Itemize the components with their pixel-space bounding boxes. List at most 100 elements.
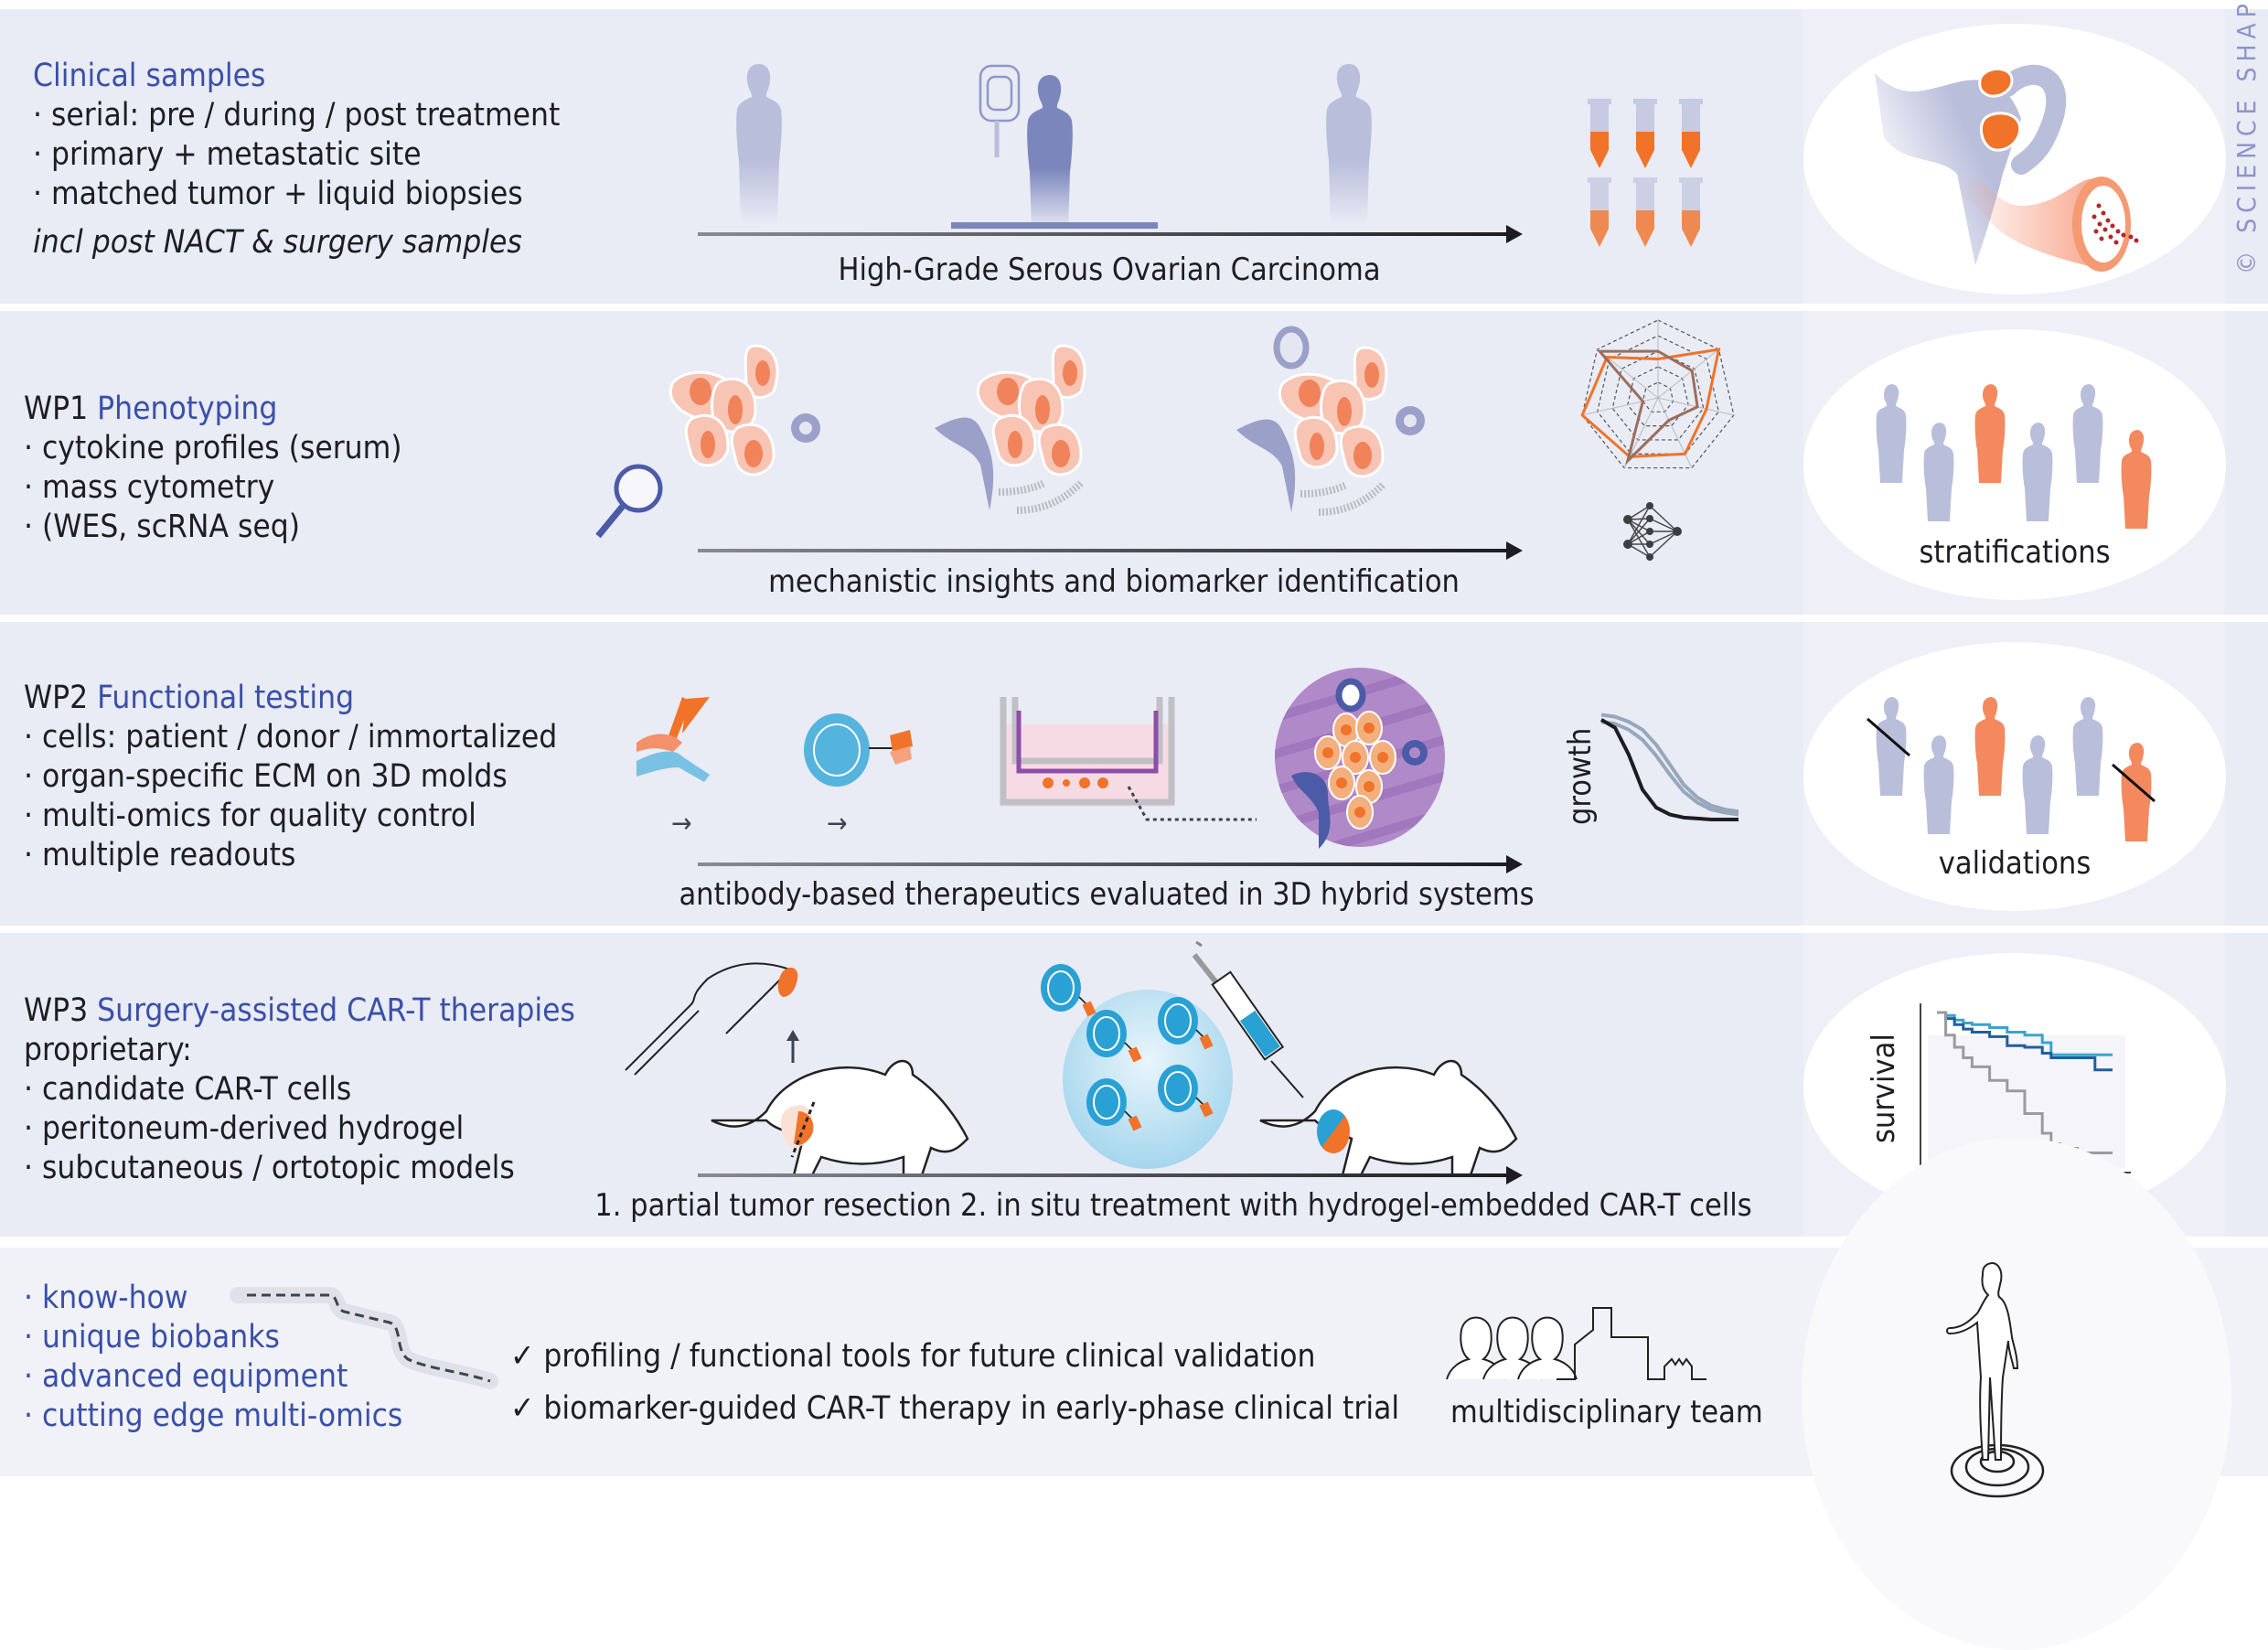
small-arrow-icon: →: [827, 808, 848, 840]
wp2-block: WP2 Functional testing · cells: patient …: [24, 679, 557, 875]
wp1-bullet: · cytokine profiles (serum): [24, 430, 402, 466]
patient-post-icon: [1326, 64, 1372, 225]
growth-curve-chart: [1599, 712, 1739, 821]
clinical-title: Clinical samples: [33, 58, 266, 94]
wp2-caption: antibody-based therapeutics evaluated in…: [679, 876, 1535, 913]
timeline-arrow: [698, 225, 1523, 243]
validation-patients-icon: [1867, 697, 2156, 841]
radar-axis: [1657, 397, 1693, 468]
wp1-bullet: · (WES, scRNA seq): [24, 509, 301, 545]
patient-figure-icon: [2121, 430, 2152, 529]
magnifier-icon: [595, 464, 663, 539]
wp2-row: WP2 Functional testing · cells: patient …: [0, 622, 2268, 926]
sample-tubes-icon: [1588, 99, 1703, 247]
blood-vessel-icon: [1957, 177, 2139, 272]
patient-figure-icon: [1974, 697, 2006, 796]
radar-axis: [1582, 397, 1659, 416]
growth-series-control-1: [1600, 712, 1739, 814]
timeline-arrow: [698, 1166, 1523, 1184]
clinical-block: Clinical samples · serial: pre / during …: [33, 57, 560, 262]
mouse-treatment-icon: [1259, 1059, 1518, 1177]
excluded-mark: [2112, 763, 2156, 803]
patient-figure-icon: [2022, 423, 2053, 521]
tumor-cells-immune-icon: [1236, 326, 1425, 516]
clinical-samples-row: Clinical samples · serial: pre / during …: [0, 9, 2268, 304]
growth-series-control-2: [1600, 720, 1739, 817]
wp1-row: WP1 Phenotyping · cytokine profiles (ser…: [0, 311, 2268, 615]
survival-axis-label: survival: [1866, 1034, 1902, 1143]
outcomes-block: ✓ profiling / functional tools for futur…: [510, 1337, 1399, 1429]
excluded-mark: [1867, 717, 1910, 757]
patient-figure-icon: [2022, 735, 2053, 834]
wp1-caption: mechanistic insights and biomarker ident…: [768, 563, 1460, 600]
radar-grid-ring: [1642, 381, 1674, 412]
radar-chart: [1580, 319, 1735, 469]
team-skyline-icon: [1446, 1307, 1706, 1380]
timeline-arrow: [698, 541, 1523, 560]
patient-on-target-icon: [1946, 1262, 2045, 1498]
clinical-bullet: · serial: pre / during / post treatment: [33, 97, 561, 134]
wp1-outcome-label: stratifications: [1919, 534, 2111, 571]
tumor-cells-fibroblast-icon: [935, 344, 1086, 514]
wp2-title: Functional testing: [97, 680, 355, 716]
growth-axis-label: growth: [1562, 727, 1599, 825]
km-series-dark-blue: [1937, 1011, 2113, 1072]
clinical-bullet: · primary + metastatic site: [33, 136, 422, 173]
radar-grid-ring: [1611, 350, 1705, 441]
car-t-cell-icon: [804, 713, 913, 787]
antibody-icon: [637, 697, 710, 782]
neural-network-icon: [1623, 502, 1682, 561]
forceps-tumor-icon: [625, 962, 799, 1076]
patient-during-infusion-icon: [979, 64, 1073, 230]
wp1-title: Phenotyping: [97, 391, 278, 427]
ovary-tumor-icon: [1875, 64, 2067, 265]
wp2-bullet: · organ-specific ECM on 3D molds: [24, 758, 508, 795]
wp3-bullet: · subcutaneous / ortotopic models: [24, 1150, 515, 1186]
wp1-label: WP1: [24, 391, 89, 427]
3d-tissue-icon: [1275, 668, 1445, 849]
patient-figure-icon: [1923, 735, 1954, 834]
wp2-bullet: · multiple readouts: [24, 837, 296, 873]
hydrogel-car-t-icon: [1041, 964, 1233, 1169]
wp3-row: WP3 Surgery-assisted CAR-T therapies pro…: [0, 933, 2268, 1237]
wp3-label: WP3: [24, 992, 89, 1029]
clinical-caption: High-Grade Serous Ovarian Carcinoma: [838, 252, 1381, 288]
radar-series-profile-brown: [1596, 349, 1699, 466]
tumor-cells-cluster-icon: [669, 344, 820, 477]
patient-figure-icon: [2072, 384, 2103, 483]
patient-figure-icon: [1974, 384, 2006, 483]
patient-figure-icon: [1923, 423, 1954, 521]
wp3-subtitle: proprietary:: [24, 1032, 192, 1068]
wp3-bullet: · candidate CAR-T cells: [24, 1071, 352, 1108]
patient-pre-icon: [736, 64, 782, 225]
asset-item: · know-how: [24, 1280, 188, 1316]
transwell-icon: [1000, 697, 1257, 821]
treatment-period-bar: [951, 222, 1158, 229]
winding-path-icon: [230, 1287, 498, 1389]
patient-figure-icon: [2072, 697, 2103, 796]
copyright-label: © SCIENCE SHAPED: [2231, 0, 2262, 274]
arrow-icon: [668, 803, 669, 804]
patient-figure-icon: [2112, 743, 2156, 841]
summary-row: · know-how · unique biobanks · advanced …: [0, 1138, 2268, 1650]
wp2-label: WP2: [24, 680, 89, 716]
clinical-note: incl post NACT & surgery samples: [33, 224, 522, 261]
syringe-icon: [1192, 940, 1304, 1098]
outcome-item: ✓ profiling / functional tools for futur…: [510, 1338, 1316, 1375]
outcome-item: ✓ biomarker-guided CAR-T therapy in earl…: [510, 1390, 1400, 1427]
wp2-outcome-label: validations: [1938, 845, 2091, 882]
radar-grid-ring: [1581, 319, 1735, 469]
clinical-bullet: · matched tumor + liquid biopsies: [33, 176, 523, 212]
wp3-caption: 1. partial tumor resection 2. in situ tr…: [594, 1187, 1752, 1224]
radar-axis: [1657, 348, 1719, 399]
patient-figure-icon: [1867, 697, 1910, 796]
wp3-bullet: · peritoneum-derived hydrogel: [24, 1110, 465, 1147]
wp1-bullet: · mass cytometry: [24, 469, 275, 506]
outcome-ellipse: [1803, 642, 2226, 911]
wp1-block: WP1 Phenotyping · cytokine profiles (ser…: [24, 390, 402, 547]
assets-block: · know-how · unique biobanks · advanced …: [24, 1279, 402, 1436]
wp2-bullet: · multi-omics for quality control: [24, 798, 476, 834]
wp2-bullet: · cells: patient / donor / immortalized: [24, 719, 558, 755]
timeline-arrow: [698, 855, 1523, 873]
wp3-title: Surgery-assisted CAR-T therapies: [97, 992, 575, 1029]
